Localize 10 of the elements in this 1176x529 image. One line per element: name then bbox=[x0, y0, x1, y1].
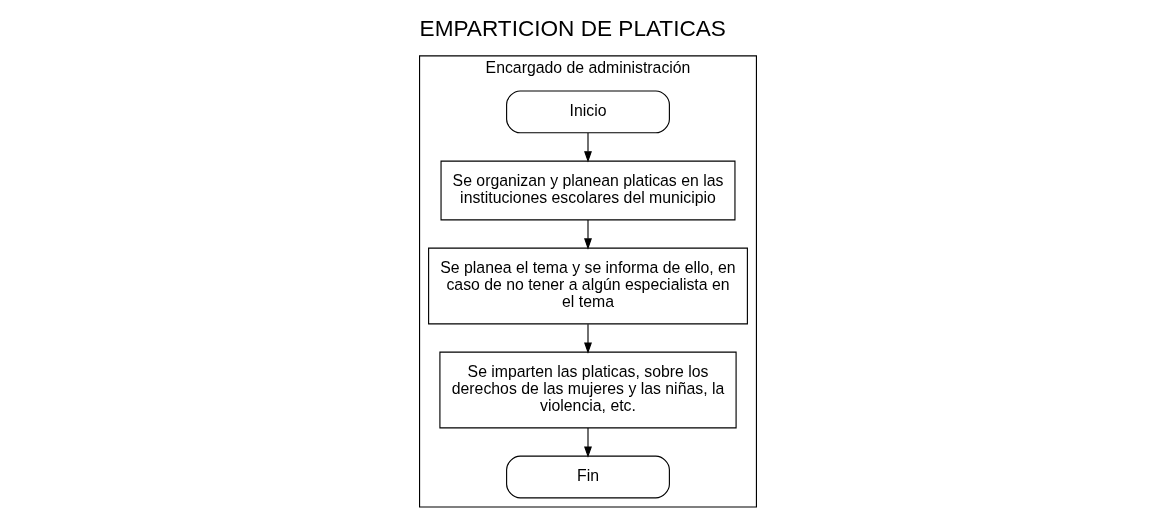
node-box: Fin bbox=[506, 455, 670, 499]
arrow bbox=[584, 427, 592, 458]
node-box: Se organizan y planean platicas en las instituciones escolares del municipio bbox=[440, 160, 736, 221]
node-box: Se imparten las platicas, sobre los derechos de las mujeres y las niñas, la violencia, etc. bbox=[439, 351, 737, 429]
arrow bbox=[584, 132, 592, 163]
diagram-title: EMPARTICION DE PLATICAS bbox=[419, 15, 726, 41]
arrow bbox=[584, 219, 592, 250]
arrow bbox=[584, 323, 592, 354]
node-box: Se planea el tema y se informa de ello, en caso de no tener a algún especialista en el tema bbox=[428, 247, 748, 325]
node-box: Inicio bbox=[506, 90, 670, 134]
